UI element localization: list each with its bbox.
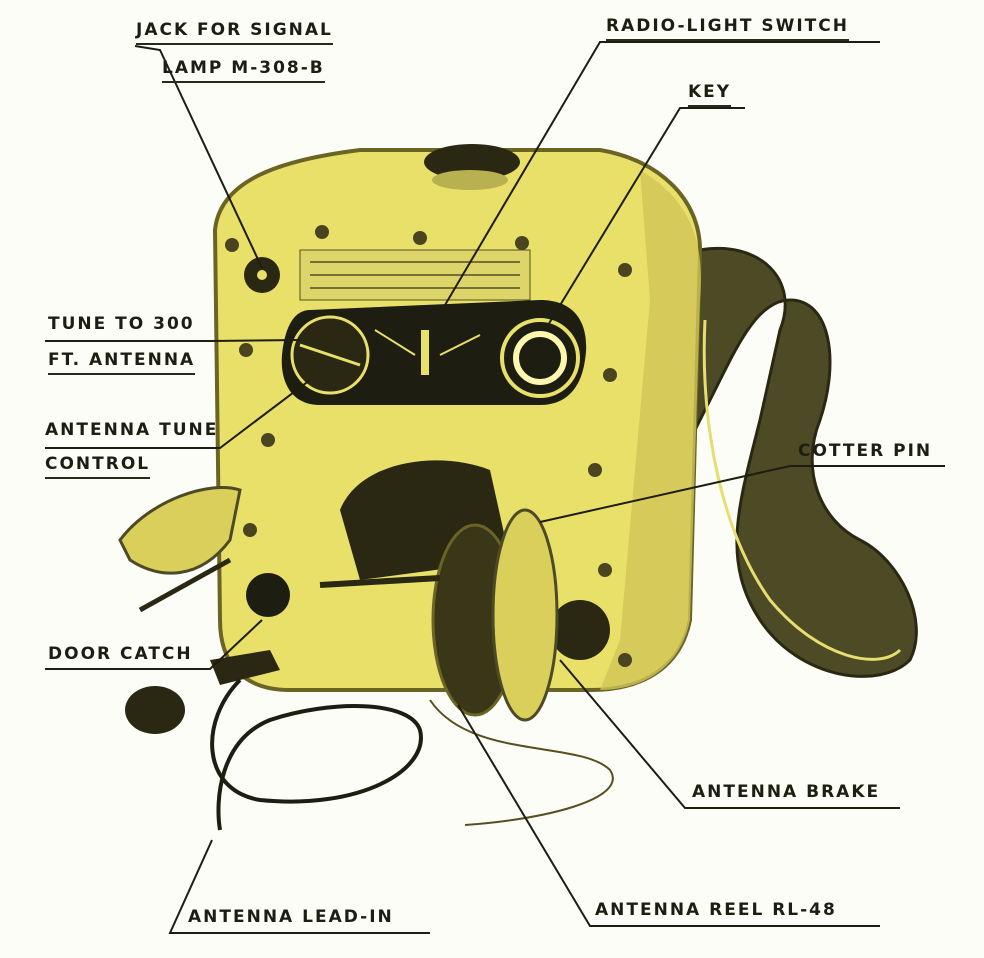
leader-lines [45,41,945,934]
label-antenna-reel: ANTENNA REEL RL-48 [595,900,837,920]
label-antenna-tune-line1: ANTENNA TUNE [45,420,219,440]
label-jack-line1: JACK FOR SIGNAL [136,20,333,45]
label-antenna-brake: ANTENNA BRAKE [692,782,881,802]
radio-light-switch [421,330,429,375]
label-jack-line2: LAMP M-308-B [162,58,325,83]
top-connector [424,144,520,180]
label-tune-line1: TUNE TO 300 [48,314,195,334]
label-antenna-lead-in: ANTENNA LEAD-IN [188,907,394,927]
label-antenna-tune-line2: CONTROL [45,454,151,479]
carrying-strap [648,247,918,678]
label-cotter-pin: COTTER PIN [798,441,933,461]
label-tune-line2: FT. ANTENNA [48,350,196,375]
antenna-lead-in-cable [210,678,423,831]
label-key: KEY [688,82,732,107]
label-radio-light-switch: RADIO-LIGHT SWITCH [606,16,849,41]
label-door-catch: DOOR CATCH [48,644,193,664]
